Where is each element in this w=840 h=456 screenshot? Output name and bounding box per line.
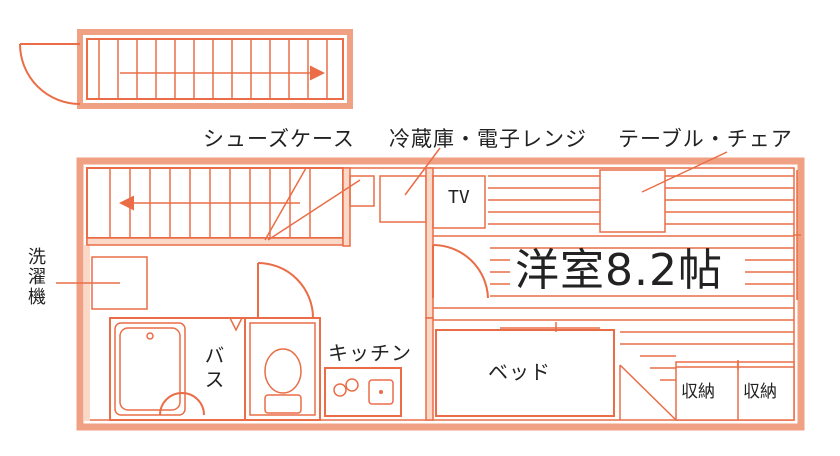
label-bed: ベッド bbox=[488, 360, 551, 384]
fridge-microwave bbox=[379, 175, 427, 223]
storage-closets bbox=[619, 360, 795, 421]
label-tv: TV bbox=[448, 187, 470, 208]
label-table-chair: テーブル・チェア bbox=[618, 127, 793, 151]
toilet-room bbox=[244, 262, 321, 421]
entry-door-swing bbox=[19, 43, 81, 105]
upper-staircase bbox=[77, 29, 353, 109]
label-storage-2: 収納 bbox=[743, 382, 777, 402]
washer bbox=[56, 256, 148, 310]
kitchen-counter bbox=[324, 367, 402, 417]
table-chair bbox=[599, 169, 666, 233]
bed bbox=[435, 322, 615, 417]
tv-stand bbox=[432, 175, 486, 229]
western-room-door bbox=[432, 244, 489, 299]
label-western-room: 洋室8.2帖 bbox=[515, 245, 723, 296]
label-bath: バス bbox=[201, 345, 225, 393]
label-shoe-case: シューズケース bbox=[203, 127, 355, 151]
lower-staircase bbox=[86, 167, 344, 239]
label-washer: 洗濯機 bbox=[25, 247, 46, 307]
label-storage-1: 収納 bbox=[681, 382, 715, 402]
callout-lines bbox=[264, 147, 728, 241]
label-kitchen: キッチン bbox=[328, 341, 412, 365]
label-fridge-range: 冷蔵庫・電子レンジ bbox=[389, 127, 587, 151]
shoe-case bbox=[342, 167, 375, 247]
